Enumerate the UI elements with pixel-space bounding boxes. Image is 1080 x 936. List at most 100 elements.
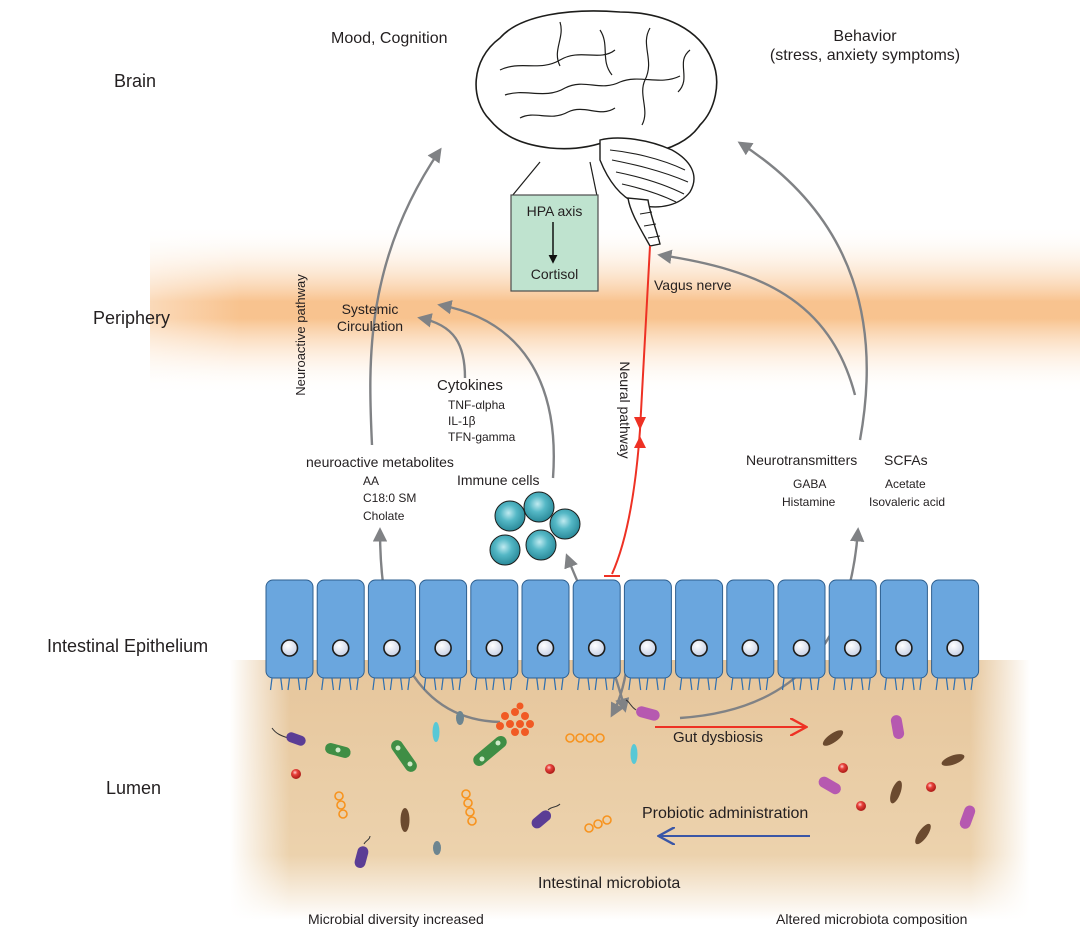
arrow-immune-to-circulation <box>437 300 555 479</box>
hpa-connector-right <box>589 161 598 197</box>
behavior-title: Behavior <box>833 28 897 45</box>
level-periphery: Periphery <box>93 308 171 328</box>
cytokine-item: TNF-αlpha <box>448 398 505 412</box>
altered-composition-label: Altered microbiota composition <box>776 911 968 927</box>
metabolite-cluster <box>496 702 534 736</box>
cell-nucleus <box>331 639 350 657</box>
cell-nucleus <box>639 639 657 657</box>
red-coccus <box>838 763 848 773</box>
immune-cell <box>489 534 521 566</box>
epithelial-cell <box>521 579 570 691</box>
cell-nucleus <box>690 639 708 657</box>
gut-dysbiosis-label: Gut dysbiosis <box>673 729 764 746</box>
cell-nucleus <box>946 639 964 657</box>
cortisol-label: Cortisol <box>530 266 579 282</box>
epithelial-cell <box>265 579 314 691</box>
orange-chain-bacteria <box>334 733 612 833</box>
immune-cell <box>525 529 557 561</box>
periphery-band <box>0 225 1080 395</box>
brown-bacterium <box>890 780 902 804</box>
epithelial-cell <box>623 579 672 691</box>
cytokines-title: Cytokines <box>437 377 503 394</box>
neuroactive-pathway-label: Neuroactive pathway <box>293 274 308 396</box>
behavior-subtitle: (stress, anxiety symptoms) <box>769 47 961 65</box>
hpa-connector-left <box>511 161 541 197</box>
cell-nucleus <box>485 639 504 657</box>
arrow-cytokines-to-circulation <box>417 313 467 379</box>
red-coccus <box>291 769 301 779</box>
level-epithelium: Intestinal Epithelium <box>47 636 209 656</box>
cell-nucleus <box>434 639 452 657</box>
purple-bacterium <box>354 835 371 868</box>
cell-nucleus <box>741 639 760 657</box>
systemic-circulation-label: Systemic Circulation <box>330 301 410 335</box>
cell-nucleus <box>536 639 555 657</box>
systemic-line1: Systemic <box>341 301 399 317</box>
immune-cells <box>489 491 581 566</box>
scfa-item: Isovaleric acid <box>869 495 946 509</box>
neurotransmitters-title: Neurotransmitters <box>746 452 858 468</box>
neural-pathway-line <box>604 245 651 577</box>
cytokine-item: IL-1β <box>448 414 476 428</box>
cell-nucleus <box>587 639 606 657</box>
red-coccus <box>856 801 866 811</box>
magenta-bacterium <box>890 715 905 739</box>
cell-nucleus <box>280 639 299 657</box>
scfa-item: Acetate <box>885 477 926 491</box>
level-brain: Brain <box>114 71 157 91</box>
epithelial-cell <box>316 579 365 691</box>
brown-bacterium <box>400 808 410 832</box>
cell-nucleus <box>792 639 811 657</box>
immune-cell <box>549 508 581 540</box>
scfas-title: SCFAs <box>884 452 928 468</box>
magenta-bacterium <box>959 805 976 829</box>
intestinal-microbes <box>271 699 976 868</box>
metabolite-item: C18:0 SM <box>363 491 417 505</box>
epithelial-cell <box>931 579 980 691</box>
arrow-scfa-to-vagus <box>657 249 857 396</box>
epithelial-cell <box>572 579 621 691</box>
green-bacterium <box>473 736 507 766</box>
cell-nucleus <box>383 639 401 657</box>
brown-bacterium <box>822 730 844 746</box>
green-bacterium <box>325 743 351 758</box>
metabolites-title: neuroactive metabolites <box>306 454 454 470</box>
green-bacterium <box>391 740 417 772</box>
neurotransmitter-item: GABA <box>793 477 827 491</box>
epithelial-cell <box>470 579 519 691</box>
epithelial-cell <box>777 579 826 691</box>
cyan-bacterium <box>630 744 638 764</box>
slate-bacterium <box>456 711 464 725</box>
hpa-axis-label: HPA axis <box>526 203 583 219</box>
brown-bacterium <box>941 754 965 766</box>
hpa-axis-box <box>510 194 599 292</box>
arrow-neuroactive-pathway <box>369 147 442 446</box>
probiotic-administration-label: Probiotic administration <box>642 805 809 822</box>
intestinal-microbiota-label: Intestinal microbiota <box>538 875 681 892</box>
immune-cell <box>523 491 555 523</box>
mood-cognition-label: Mood, Cognition <box>331 30 448 47</box>
metabolite-item: Cholate <box>363 509 405 523</box>
metabolite-item: AA <box>363 474 380 488</box>
arrow-scfa-to-behavior <box>737 141 868 441</box>
vagus-nerve-label: Vagus nerve <box>654 277 732 293</box>
brain-illustration <box>475 10 718 247</box>
red-coccus <box>926 782 936 792</box>
microbial-diversity-label: Microbial diversity increased <box>308 911 484 927</box>
epithelial-cell <box>726 579 775 691</box>
level-lumen: Lumen <box>106 778 162 798</box>
magenta-bacterium <box>625 699 660 721</box>
epithelial-cell <box>879 579 928 691</box>
purple-bacterium <box>531 803 561 829</box>
intestinal-epithelium <box>265 579 980 691</box>
purple-bacterium <box>271 727 306 746</box>
red-coccus <box>545 764 555 774</box>
brown-bacterium <box>915 823 931 845</box>
systemic-line2: Circulation <box>336 317 404 334</box>
neurotransmitter-item: Histamine <box>782 495 836 509</box>
epithelial-cell <box>675 579 724 691</box>
cell-nucleus <box>843 639 862 657</box>
magenta-bacterium <box>818 776 841 795</box>
slate-bacterium <box>433 841 441 855</box>
epithelial-cell <box>419 579 468 691</box>
